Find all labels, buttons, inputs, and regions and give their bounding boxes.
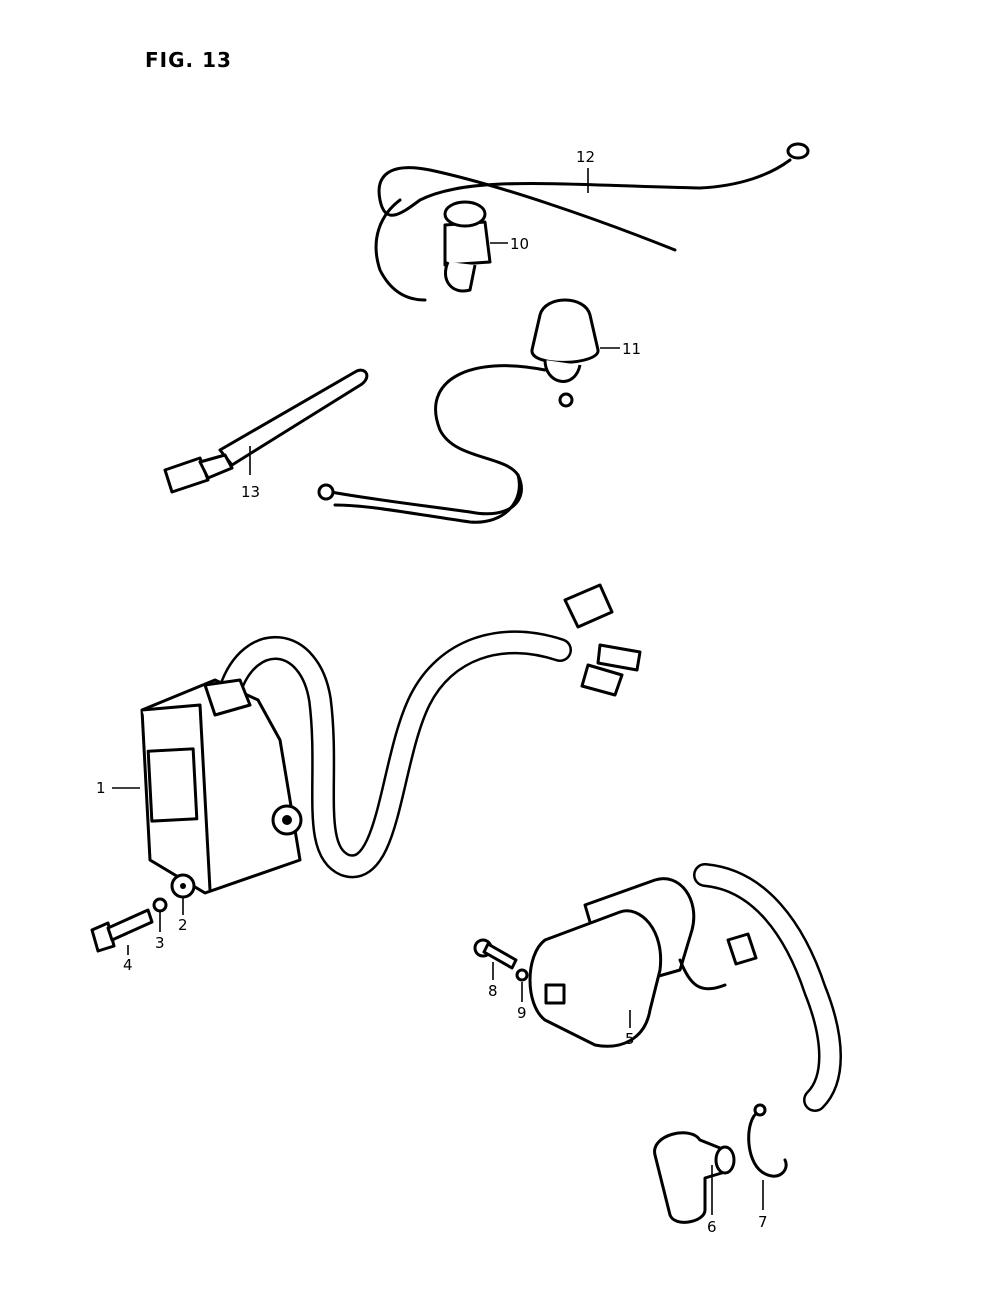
callout-1: 1	[96, 779, 106, 797]
callout-2: 2	[178, 916, 188, 934]
callout-12: 12	[576, 148, 595, 166]
callout-4: 4	[123, 956, 133, 974]
part-6-plug-cap: 6	[653, 1131, 736, 1236]
callout-13: 13	[241, 483, 260, 501]
part-7-clamp: 7	[747, 1103, 788, 1231]
part-4-bolt: 4	[90, 908, 154, 974]
part-12-ground-wire: 12	[374, 142, 810, 302]
callout-8: 8	[488, 982, 498, 1000]
part-5-ignition-coil: 5	[528, 863, 842, 1112]
part-8-bolt: 8	[473, 938, 518, 1000]
callout-5: 5	[625, 1030, 635, 1048]
part-9-washer: 9	[515, 968, 529, 1022]
part-13-cable-tie: 13	[163, 368, 369, 501]
part-11-switch: 11	[317, 298, 641, 524]
part-3-lock-washer: 3	[152, 897, 168, 952]
part-10-switch: 10	[443, 200, 529, 293]
figure-title: FIG. 13	[145, 48, 232, 72]
callout-6: 6	[707, 1218, 717, 1236]
part-2-washer: 2	[170, 873, 196, 934]
callout-11: 11	[622, 340, 641, 358]
callout-3: 3	[155, 934, 165, 952]
callout-9: 9	[517, 1004, 527, 1022]
callout-7: 7	[758, 1213, 768, 1231]
callout-10: 10	[510, 235, 529, 253]
part-1-cdi-unit: 1	[96, 583, 642, 895]
